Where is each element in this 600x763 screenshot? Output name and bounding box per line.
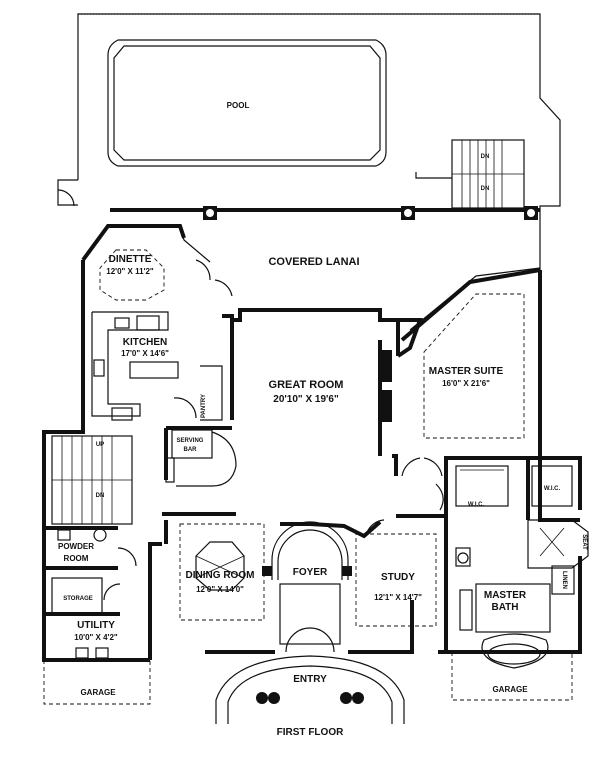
great-room: GREAT ROOM 20'10" X 19'6" — [269, 379, 344, 405]
linen-label: LINEN — [561, 571, 567, 589]
pool-deck — [57, 13, 561, 270]
kitchen: KITCHEN 17'0" X 14'6" — [81, 300, 179, 421]
kitchen-label: KITCHEN — [123, 337, 167, 348]
lanai-columns — [203, 206, 538, 220]
floor-caption: FIRST FLOOR — [277, 727, 344, 738]
dining-room: DINING ROOM 12'0" X 14'0" — [179, 523, 272, 621]
stair-dn-label: DN — [96, 493, 105, 499]
pool: POOL — [107, 39, 387, 167]
powder-room-label-1: POWDER — [58, 542, 94, 551]
study-size: 12'1" X 14'7" — [374, 593, 422, 602]
seat-label: SEAT — [581, 534, 587, 550]
foyer: FOYER — [271, 521, 352, 653]
master-bath-label-2: BATH — [491, 602, 518, 613]
storage-label: STORAGE — [63, 596, 93, 602]
great-room-size: 20'10" X 19'6" — [273, 394, 339, 405]
serving-bar: SERVING BAR — [165, 429, 237, 487]
entry: ENTRY — [215, 655, 405, 724]
great-room-label: GREAT ROOM — [269, 379, 344, 391]
kitchen-size: 17'0" X 14'6" — [121, 349, 169, 358]
stair-up-label: UP — [96, 442, 104, 448]
left-stairs: UP DN — [51, 435, 133, 525]
study: STUDY 12'1" X 14'7" — [355, 519, 437, 627]
master-suite: MASTER SUITE 16'0" X 21'6" — [401, 293, 525, 511]
stair-dn-label: DN — [481, 186, 490, 192]
pool-label: POOL — [227, 101, 250, 110]
master-bath: SEAT LINEN MASTER BATH — [444, 516, 589, 669]
serving-bar-label-2: BAR — [184, 447, 198, 453]
garage-right-label: GARAGE — [492, 685, 528, 694]
dinette-size: 12'0" X 11'2" — [106, 267, 154, 276]
dining-room-label: DINING ROOM — [186, 570, 255, 581]
pool-stairs: DN DN — [415, 139, 525, 209]
wic-left-label: W.I.C. — [468, 502, 485, 508]
foyer-label: FOYER — [293, 567, 328, 578]
utility-label: UTILITY — [77, 620, 115, 631]
utility-size: 10'0" X 4'2" — [74, 633, 118, 642]
walk-in-closets: W.I.C. W.I.C. — [455, 456, 582, 520]
dinette-label: DINETTE — [109, 254, 152, 265]
master-suite-label: MASTER SUITE — [429, 366, 504, 377]
utility: STORAGE UTILITY 10'0" X 4'2" — [44, 577, 121, 659]
master-suite-size: 16'0" X 21'6" — [442, 379, 490, 388]
dining-room-size: 12'0" X 14'0" — [196, 585, 244, 594]
entry-label: ENTRY — [293, 674, 327, 685]
interior-walls — [162, 267, 541, 544]
stair-dn-label: DN — [481, 154, 490, 160]
pantry: PANTRY — [173, 365, 223, 421]
powder-room: POWDER ROOM — [44, 526, 137, 570]
serving-bar-label-1: SERVING — [177, 438, 204, 444]
study-label: STUDY — [381, 572, 415, 583]
garages: GARAGE GARAGE — [43, 652, 573, 705]
powder-room-label-2: ROOM — [64, 554, 89, 563]
covered-lanai-label: COVERED LANAI — [268, 256, 359, 268]
wic-right-label: W.I.C. — [544, 486, 561, 492]
dinette: DINETTE 12'0" X 11'2" — [82, 225, 233, 301]
garage-left-label: GARAGE — [80, 688, 116, 697]
master-bath-label-1: MASTER — [484, 590, 527, 601]
pantry-label: PANTRY — [201, 394, 207, 418]
